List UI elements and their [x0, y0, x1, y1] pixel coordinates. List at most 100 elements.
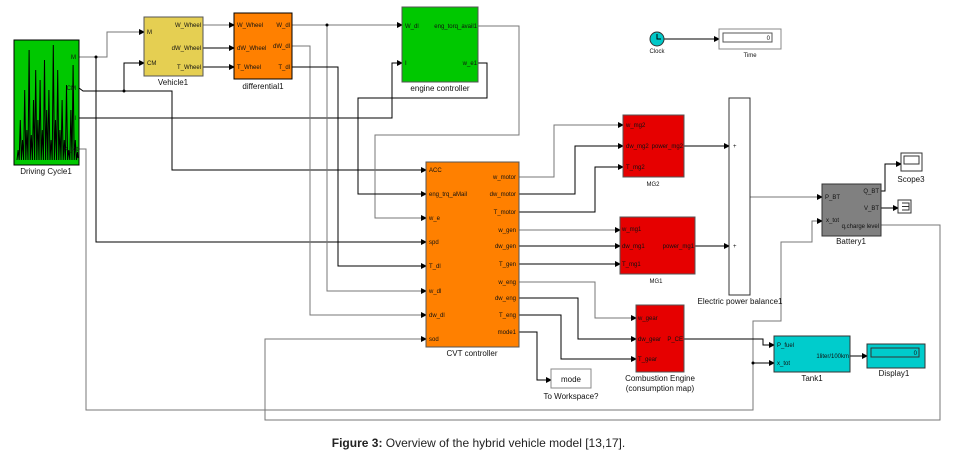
- block-label: Battery1: [836, 237, 866, 246]
- port-label: w_gear: [637, 316, 658, 322]
- port-label: power_mg2: [652, 144, 684, 150]
- terminator-block[interactable]: [897, 199, 912, 214]
- port-label: dw_mg1: [622, 244, 645, 250]
- block-label: Scope3: [897, 175, 925, 184]
- port-label: I: [405, 61, 407, 67]
- time-display-block[interactable]: 0 Time: [718, 28, 782, 59]
- mg1-block[interactable]: w_mg1 dw_mg1 T_mg1 power_mg1 MG1: [619, 216, 696, 285]
- block-label: Display1: [879, 369, 910, 378]
- figure-caption: Figure 3: Overview of the hybrid vehicle…: [0, 436, 957, 450]
- port-label: eng_torq_avail1: [434, 24, 477, 30]
- port-label: T_mg2: [626, 165, 645, 171]
- port-label: Q_BT: [863, 189, 879, 195]
- port-label: w_e: [428, 216, 441, 222]
- port-label: W_Wheel: [175, 23, 201, 29]
- block-label: Vehicle1: [158, 78, 189, 87]
- port-label: T_gear: [638, 357, 657, 363]
- wire-m-spd: [95, 57, 427, 245]
- port-label: K_tot: [64, 147, 78, 153]
- wire-teng: [519, 314, 637, 362]
- block-label: To Workspace?: [544, 392, 600, 401]
- port-label: dW_Wheel: [237, 46, 266, 52]
- block-label: Combustion Engine: [625, 374, 695, 383]
- wire-dweng: [519, 297, 637, 342]
- wire-mode: [519, 331, 552, 383]
- wire-dwmotor: [519, 143, 624, 195]
- port-label: V_BT: [864, 206, 879, 212]
- port-label: w_gen: [497, 228, 516, 234]
- port-label: CM: [147, 61, 156, 67]
- port-label: T_Wheel: [177, 65, 201, 71]
- port-label: I: [74, 116, 76, 122]
- port-label: T_mg1: [622, 262, 641, 268]
- block-label: Clock: [649, 49, 665, 55]
- block-label: Time: [743, 53, 757, 59]
- wire-tmotor: [519, 164, 624, 213]
- engine-controller-block[interactable]: W_dl I eng_torq_avail1 w_e1 engine contr…: [401, 6, 479, 93]
- port-label: T_eng: [499, 313, 516, 319]
- port-label: dw_gen: [495, 244, 516, 250]
- wire-ktot: [79, 148, 823, 411]
- port-label: dW_Wheel: [172, 46, 201, 52]
- port-label: mode1: [498, 330, 517, 336]
- wire-dwdl: [292, 45, 427, 318]
- differential-block[interactable]: W_Wheel dW_Wheel T_Wheel W_dl dW_dl T_dl…: [233, 12, 293, 91]
- scope-icon: [903, 155, 920, 165]
- port-label: P_fuel: [777, 343, 794, 349]
- port-label: w_motor: [492, 175, 516, 181]
- port-label: w_eng: [497, 280, 516, 286]
- port-label: W_dl: [276, 23, 290, 29]
- wire-charge-sod: [264, 224, 941, 421]
- port-label: power_mg1: [663, 244, 695, 250]
- wire-we: [357, 62, 488, 197]
- port-label: P_CE: [667, 337, 683, 343]
- electric-power-balance-block[interactable]: + + Electric power balance1: [698, 97, 783, 306]
- combustion-engine-block[interactable]: w_gear dw_gear T_gear P_CE Combustion En…: [625, 304, 695, 393]
- port-label: x_tot: [777, 361, 790, 367]
- port-label: M: [71, 55, 76, 61]
- display-block[interactable]: 0 Display1: [866, 343, 926, 378]
- wire-qbt: [881, 161, 902, 192]
- port-label: dW_dl: [273, 44, 290, 50]
- port-label: M: [147, 30, 152, 36]
- port-label: w_mg2: [625, 123, 646, 129]
- port-label: dw_motor: [490, 192, 516, 198]
- port-label: x_tot: [826, 218, 839, 224]
- port-label: W_dl: [405, 24, 419, 30]
- vehicle-block[interactable]: M CM W_Wheel dW_Wheel T_Wheel Vehicle1: [143, 16, 204, 87]
- block-label: CVT controller: [447, 349, 498, 358]
- port-label: T_dl: [429, 264, 441, 270]
- to-workspace-block[interactable]: mode To Workspace?: [544, 368, 600, 401]
- port-label: T_motor: [494, 210, 516, 216]
- port-label: dw_dl: [429, 313, 445, 319]
- sum-sign: +: [733, 144, 737, 150]
- wire-eng-torq: [374, 25, 520, 221]
- port-label: dw_eng: [495, 296, 516, 302]
- cvt-controller-block[interactable]: CVT controller ACCeng_trq_aMailw_espdT_d…: [425, 161, 520, 358]
- scope-block[interactable]: Scope3: [897, 152, 925, 184]
- port-label: 1liter/100km: [816, 354, 849, 360]
- port-label: P_BT: [825, 195, 840, 201]
- wire-cm-acc: [78, 87, 427, 173]
- port-label: dw_mg2: [626, 144, 649, 150]
- mg2-block[interactable]: w_mg2 dw_mg2 T_mg2 power_mg2 MG2: [622, 114, 685, 188]
- clock-block[interactable]: Clock: [649, 31, 665, 55]
- port-label: w_mg1: [621, 227, 642, 233]
- block-label: engine controller: [410, 84, 469, 93]
- block-label: MG1: [649, 279, 663, 285]
- wire-wdl-cvt: [326, 25, 427, 294]
- wire-wmotor: [519, 122, 624, 178]
- caption-prefix: Figure 3:: [331, 436, 383, 450]
- block-label: Driving Cycle1: [20, 167, 72, 176]
- wire-i-engine: [79, 60, 403, 119]
- port-label: ACC: [429, 168, 442, 174]
- battery-block[interactable]: P_BT x_tot Q_BT V_BT q,charge level Batt…: [821, 183, 882, 246]
- port-label: W_Wheel: [237, 23, 263, 29]
- wire-tdl: [292, 66, 427, 269]
- port-label: dw_gear: [638, 337, 661, 343]
- block-label: differential1: [242, 82, 284, 91]
- tank-block[interactable]: P_fuel x_tot 1liter/100km Tank1: [773, 335, 851, 383]
- driving-cycle-block[interactable]: M CM I K_tot Driving Cycle1: [13, 39, 80, 176]
- caption-text: Overview of the hybrid vehicle model [13…: [382, 436, 626, 450]
